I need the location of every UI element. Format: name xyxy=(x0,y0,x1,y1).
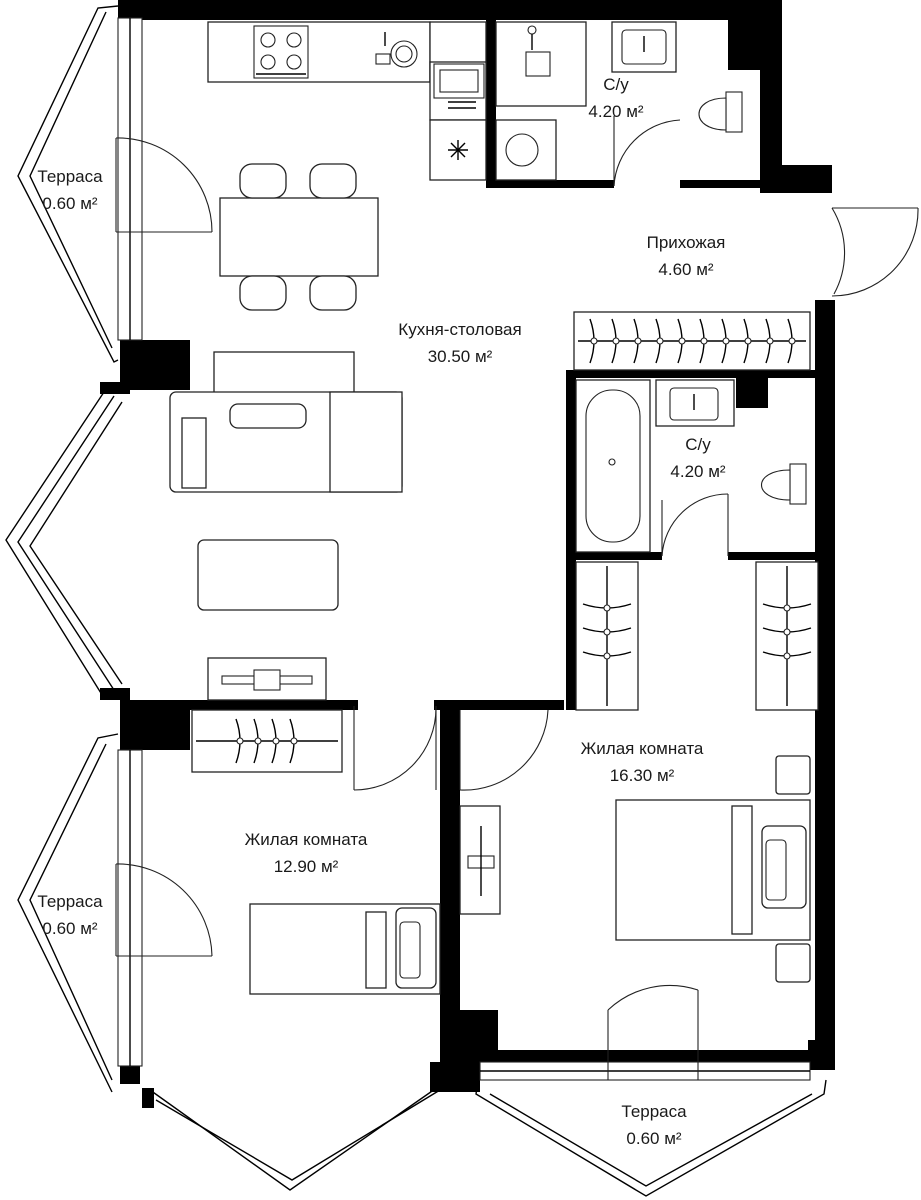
label-kitchen-name: Кухня-столовая xyxy=(398,320,521,339)
label-hall-area: 4.60 м² xyxy=(658,260,713,279)
label-bedroom-right-area: 16.30 м² xyxy=(610,766,675,785)
label-bath-mid-area: 4.20 м² xyxy=(670,462,725,481)
wardrobe-icon xyxy=(575,561,819,711)
label-terrace-top-name: Терраса xyxy=(37,167,103,186)
label-terrace-top-area: 0.60 м² xyxy=(42,194,97,213)
windows xyxy=(5,17,811,1191)
terraces xyxy=(17,5,827,1197)
fridge-icon xyxy=(448,140,468,160)
label-bedroom-left-area: 12.90 м² xyxy=(274,857,339,876)
sofa-icon xyxy=(169,351,403,493)
label-terrace-left-area: 0.60 м² xyxy=(42,919,97,938)
label-terrace-bottom-name: Терраса xyxy=(621,1102,687,1121)
label-kitchen-area: 30.50 м² xyxy=(428,347,493,366)
tv-stand xyxy=(207,657,327,701)
label-bedroom-right-name: Жилая комната xyxy=(581,739,704,758)
label-terrace-left-name: Терраса xyxy=(37,892,103,911)
doors xyxy=(115,116,919,1080)
kitchen-counter xyxy=(207,21,487,181)
stove-icon xyxy=(253,25,309,79)
room-labels: Кухня-столовая 30.50 м² Прихожая 4.60 м²… xyxy=(37,75,726,1148)
wardrobe-icon xyxy=(191,709,343,773)
label-bath-top-name: С/у xyxy=(603,75,629,94)
sink-icon xyxy=(655,379,735,427)
washer-icon xyxy=(495,119,557,181)
bed-icon xyxy=(249,903,441,995)
label-bedroom-left-name: Жилая комната xyxy=(245,830,368,849)
wardrobe-icon xyxy=(573,311,811,371)
label-bath-mid-name: С/у xyxy=(685,435,711,454)
label-hall-name: Прихожая xyxy=(647,233,726,252)
sink-icon xyxy=(433,63,485,109)
dishwasher-icon xyxy=(375,32,418,68)
sink-icon xyxy=(611,21,677,73)
bathtub-icon xyxy=(575,379,651,553)
toilet-icon xyxy=(761,463,807,505)
bed-icon xyxy=(615,755,811,983)
label-terrace-bottom-area: 0.60 м² xyxy=(626,1129,681,1148)
dining-table xyxy=(219,163,379,311)
toilet-icon xyxy=(698,91,743,133)
desk xyxy=(459,805,501,915)
coffee-table xyxy=(197,539,339,611)
chair-icon xyxy=(239,163,357,311)
walls xyxy=(100,0,835,1108)
label-bath-top-area: 4.20 м² xyxy=(588,102,643,121)
shower-icon xyxy=(495,21,587,107)
